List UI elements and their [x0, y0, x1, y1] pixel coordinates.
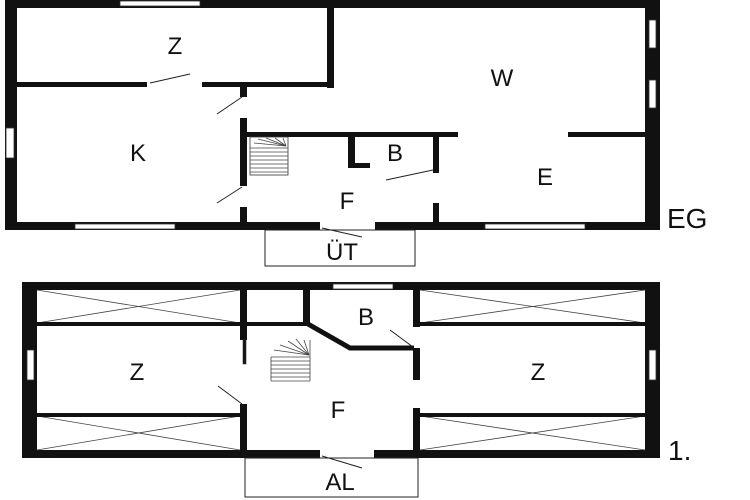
room-label-w: W [491, 65, 514, 92]
wall [418, 322, 645, 326]
wall [202, 82, 334, 87]
room-label-z: Z [168, 33, 183, 60]
wall [240, 290, 247, 340]
wall [306, 321, 414, 351]
wall [374, 450, 660, 458]
wall [247, 322, 307, 326]
window [648, 19, 657, 49]
window [119, 0, 201, 7]
wall [240, 87, 247, 97]
wall [240, 207, 247, 222]
room-label-k: K [130, 140, 146, 167]
room-label-b: B [387, 140, 403, 167]
wall [303, 290, 310, 326]
wall [568, 132, 645, 137]
room-label-z-left: Z [130, 359, 145, 386]
room-label-al: AL [325, 469, 354, 496]
door-swing [389, 329, 414, 348]
room-label-f: F [340, 188, 355, 215]
room-label-f: F [331, 397, 346, 424]
ground-floor: Z W K B E F ÜT EG [5, 0, 707, 267]
wall [37, 322, 247, 326]
wall [348, 137, 355, 167]
storage-right-top [419, 289, 646, 324]
window [26, 349, 35, 381]
wall [5, 0, 17, 230]
porch-outline [264, 229, 416, 267]
wall [17, 82, 147, 87]
door-swing [216, 96, 243, 115]
storage-right-bottom [419, 415, 646, 451]
wall [247, 132, 458, 137]
window [74, 223, 176, 230]
window [5, 127, 15, 159]
balcony-outline [244, 457, 419, 498]
entrance-door [320, 221, 375, 231]
room-label-ut: ÜT [326, 239, 358, 266]
room-label-z-right: Z [531, 359, 546, 386]
door-swing [217, 385, 243, 405]
wall [22, 450, 320, 458]
door [242, 339, 247, 365]
wall [240, 118, 247, 186]
wall [240, 404, 247, 458]
wall [433, 203, 439, 223]
wall [413, 348, 420, 380]
window [332, 283, 394, 290]
first-floor: Z Z B F AL 1. [22, 282, 691, 498]
wall [37, 413, 247, 417]
door-swing [216, 186, 243, 204]
wall [645, 0, 660, 230]
storage-left-top [36, 289, 241, 324]
wall [413, 408, 420, 458]
room-label-e: E [537, 164, 553, 191]
room-label-b: B [358, 304, 374, 331]
storage-left-bottom [36, 415, 241, 451]
wall [348, 163, 370, 168]
wall [327, 0, 334, 88]
window [648, 349, 657, 381]
door-swing [385, 169, 434, 181]
stairs-icon [270, 338, 311, 382]
door-swing [149, 73, 191, 84]
window [648, 79, 657, 109]
window [484, 223, 586, 230]
stairs-icon [249, 136, 289, 176]
wall [413, 290, 420, 327]
floor-label-eg: EG [667, 203, 707, 234]
wall [433, 137, 439, 173]
floor-label-first: 1. [668, 435, 691, 466]
wall [418, 413, 645, 417]
